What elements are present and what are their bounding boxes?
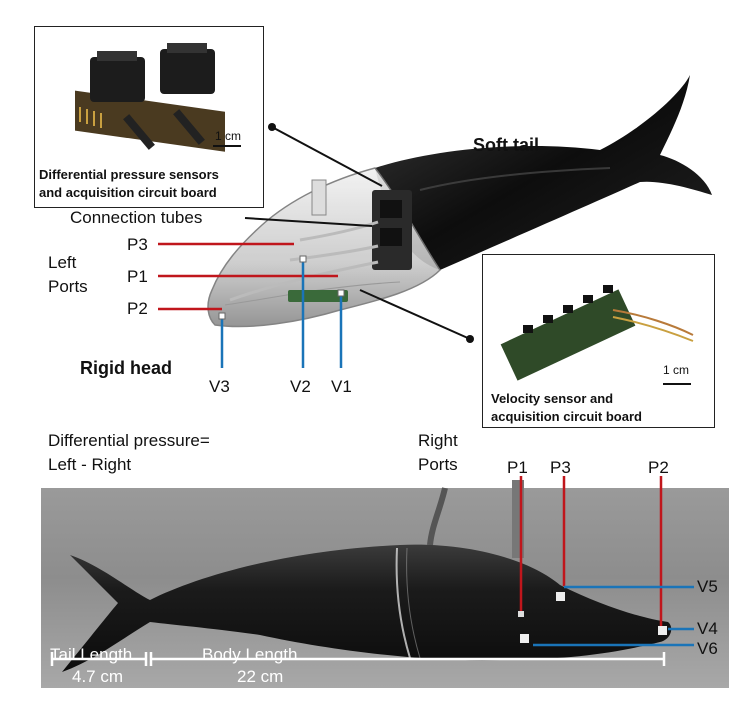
v6-label: V6 [697,639,718,658]
right-ports-label-line2: Ports [418,455,458,474]
differential-pressure-formula-line2: Left - Right [48,455,132,474]
v4-label: V4 [697,619,718,638]
p2-right-label: P2 [648,458,669,477]
tail-length-dimension [50,652,148,666]
tail-length-value: 4.7 cm [72,667,124,686]
p1-right-label: P1 [507,458,528,477]
right-ports-label-line1: Right [418,431,458,450]
pressure-sensor-inset: 1 cm Differential pressure sensors and a… [34,26,264,208]
soft-tail-label: Soft tail [473,135,539,155]
p1-left-label: P1 [127,267,148,286]
body-length-value: 22 cm [237,667,284,686]
connection-tubes-label: Connection tubes [70,208,203,227]
body-length-dimension [149,652,666,666]
velocity-inset-scale-label: 1 cm [663,363,690,377]
velocity-sensor-inset: 1 cm Velocity sensor and acquisition cir… [482,254,715,428]
v5-label: V5 [697,577,718,596]
pressure-inset-caption-line1: Differential pressure sensors [39,167,219,182]
body-length-label: Body Length [202,645,298,664]
velocity-sensor-photo [500,285,694,385]
v2-label: V2 [290,377,311,396]
left-ports-label-line1: Left [48,253,77,272]
tail-length-label: Tail Length [50,645,133,664]
v3-label: V3 [209,377,230,396]
rigid-head-label: Rigid head [80,358,173,378]
pressure-inset-caption-line2: and acquisition circuit board [39,185,217,200]
pressure-sensor-photo [75,43,241,152]
v1-label: V1 [331,377,352,396]
p3-right-label: P3 [550,458,571,477]
leader-pressure-inset [271,126,383,187]
velocity-inset-caption-line2: acquisition circuit board [491,409,642,424]
leader-velocity-inset [359,289,471,340]
photo-fish-body [62,544,672,672]
left-ports-label-line2: Ports [48,277,88,296]
p3-left-label: P3 [127,235,148,254]
pressure-inset-scale-label: 1 cm [215,129,242,143]
differential-pressure-formula-line1: Differential pressure= [48,431,210,450]
leader-connection-tubes [244,217,373,227]
velocity-inset-caption-line1: Velocity sensor and [491,391,614,406]
p2-left-label: P2 [127,299,148,318]
